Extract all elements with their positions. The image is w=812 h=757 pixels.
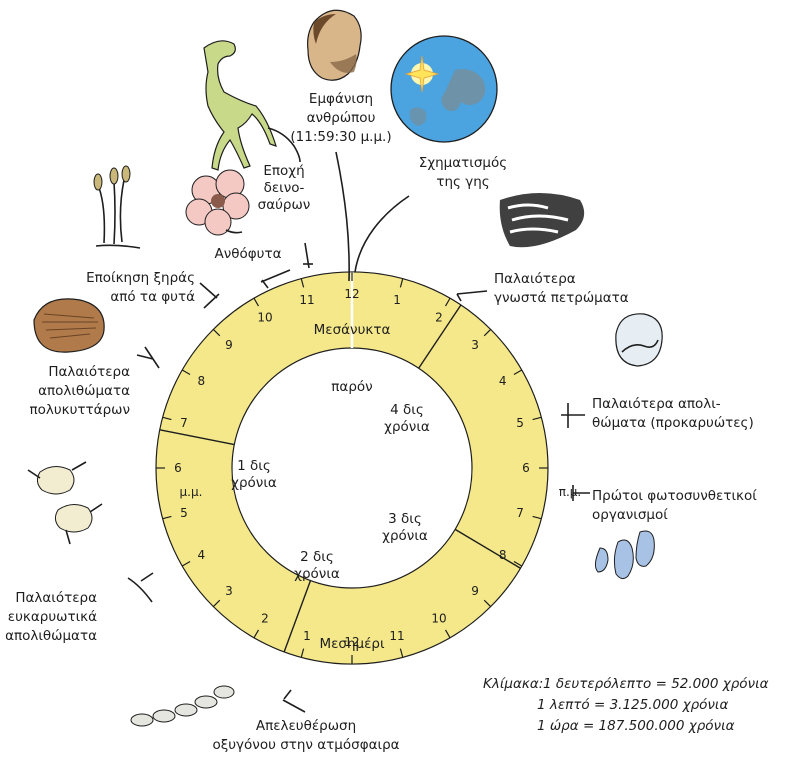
hour-number: 9 xyxy=(225,338,233,352)
callout-oldest-rocks-tick xyxy=(457,294,461,301)
event-label: Ανθόφυτα xyxy=(214,246,281,262)
rocks-illustration xyxy=(500,193,584,247)
hour-number: 11 xyxy=(389,629,404,643)
land-plants-illustration xyxy=(94,166,140,248)
midnight-label: Μεσάνυκτα xyxy=(314,322,391,338)
callout-eukaryotes xyxy=(128,578,152,602)
scale-legend: Κλίμακα: 1 δευτερόλεπτο = 52.000 χρόνια … xyxy=(483,676,769,734)
callout-flowering xyxy=(261,270,290,282)
hour-number: 2 xyxy=(261,612,269,626)
earth-illustration xyxy=(391,36,497,142)
event-label: Παλαιότεραευκαρυωτικάαπολιθώματα xyxy=(5,590,97,644)
hour-number: 12 xyxy=(344,287,359,301)
callout-oxygen-tick xyxy=(284,690,291,699)
hour-number: 7 xyxy=(180,416,188,430)
dinosaur-illustration xyxy=(204,41,300,170)
hour-number: 1 xyxy=(393,293,401,307)
scale-line-minutes: 1 λεπτό = 3.125.000 χρόνια xyxy=(537,697,729,713)
hour-number: 2 xyxy=(435,310,443,324)
hour-number: 1 xyxy=(303,629,311,643)
multicellular-fossil-illustration xyxy=(34,299,104,352)
hour-number: 3 xyxy=(225,584,233,598)
hour-number: 4 xyxy=(197,548,205,562)
callout-earth-formation xyxy=(355,196,409,272)
hour-number: 4 xyxy=(499,374,507,388)
oxygen-chain-illustration xyxy=(131,686,234,726)
callout-oldest-rocks xyxy=(457,291,487,294)
callout-land-plants xyxy=(200,283,217,298)
eukaryote-illustration xyxy=(28,462,102,544)
scale-line-seconds: 1 δευτερόλεπτο = 52.000 χρόνια xyxy=(543,676,769,692)
callout-eukaryotes-tick xyxy=(141,573,153,581)
hour-number: 8 xyxy=(197,374,205,388)
scale-line-hours: 1 ώρα = 187.500.000 χρόνια xyxy=(537,718,735,734)
hour-number: 9 xyxy=(471,584,479,598)
callout-oxygen xyxy=(283,700,305,712)
noon-label: Μεσημέρι xyxy=(319,636,385,652)
hour-number: 5 xyxy=(516,416,524,430)
flower-illustration xyxy=(186,170,249,235)
hour-number: 5 xyxy=(180,506,188,520)
present-label: παρόν xyxy=(331,379,372,395)
callout-land-plants-tick xyxy=(204,294,219,308)
hour-number: 7 xyxy=(516,506,524,520)
hour-number: 3 xyxy=(471,338,479,352)
hour-number: 11 xyxy=(299,293,314,307)
scale-title: Κλίμακα: xyxy=(483,676,543,692)
hour-number: 6 xyxy=(522,461,530,475)
am-label: π.μ. xyxy=(559,485,582,499)
pm-label: μ.μ. xyxy=(180,485,203,499)
hour-number: 6 xyxy=(174,461,182,475)
event-label: Παλαιότερα απολι-θώματα (προκαρυώτες) xyxy=(592,396,754,431)
human-head-illustration xyxy=(308,10,362,80)
photosynthetic-illustration xyxy=(595,531,654,579)
prokaryote-fossil-illustration xyxy=(616,314,662,366)
callout-human xyxy=(336,152,349,281)
hour-number: 10 xyxy=(257,310,272,324)
hour-number: 10 xyxy=(431,612,446,626)
